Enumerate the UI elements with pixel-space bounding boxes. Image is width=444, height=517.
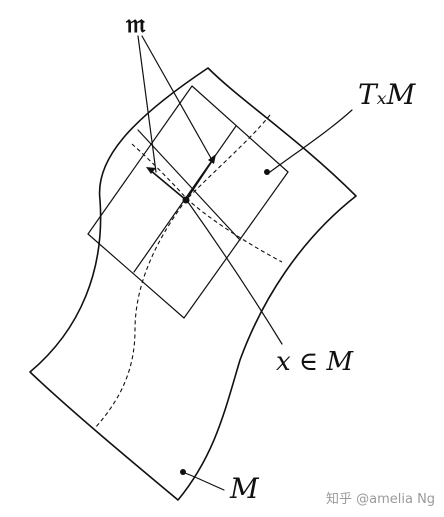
m-leader-left xyxy=(137,35,157,173)
watermark: 知乎 @amelia Ng xyxy=(326,491,435,507)
x-leader xyxy=(187,201,283,345)
m-manifold-leader xyxy=(184,472,225,491)
manifold-dashed-curve-2 xyxy=(94,114,271,429)
label-point: x ∈ M xyxy=(276,347,354,377)
label-subalgebra: 𝔪 xyxy=(125,9,146,39)
vector-right xyxy=(185,157,215,201)
tangent-plane-point xyxy=(264,169,270,175)
label-manifold: M xyxy=(229,472,260,505)
vector-left-head xyxy=(146,167,156,174)
tangent-plane-line-2 xyxy=(137,129,241,241)
tangent-plane xyxy=(87,85,289,319)
txm-leader xyxy=(269,109,353,173)
manifold-surface xyxy=(29,67,357,501)
label-tangent-space: TₓM xyxy=(358,78,417,111)
vector-left xyxy=(149,169,187,201)
manifold-point xyxy=(180,469,186,475)
m-leader-right xyxy=(141,35,213,161)
